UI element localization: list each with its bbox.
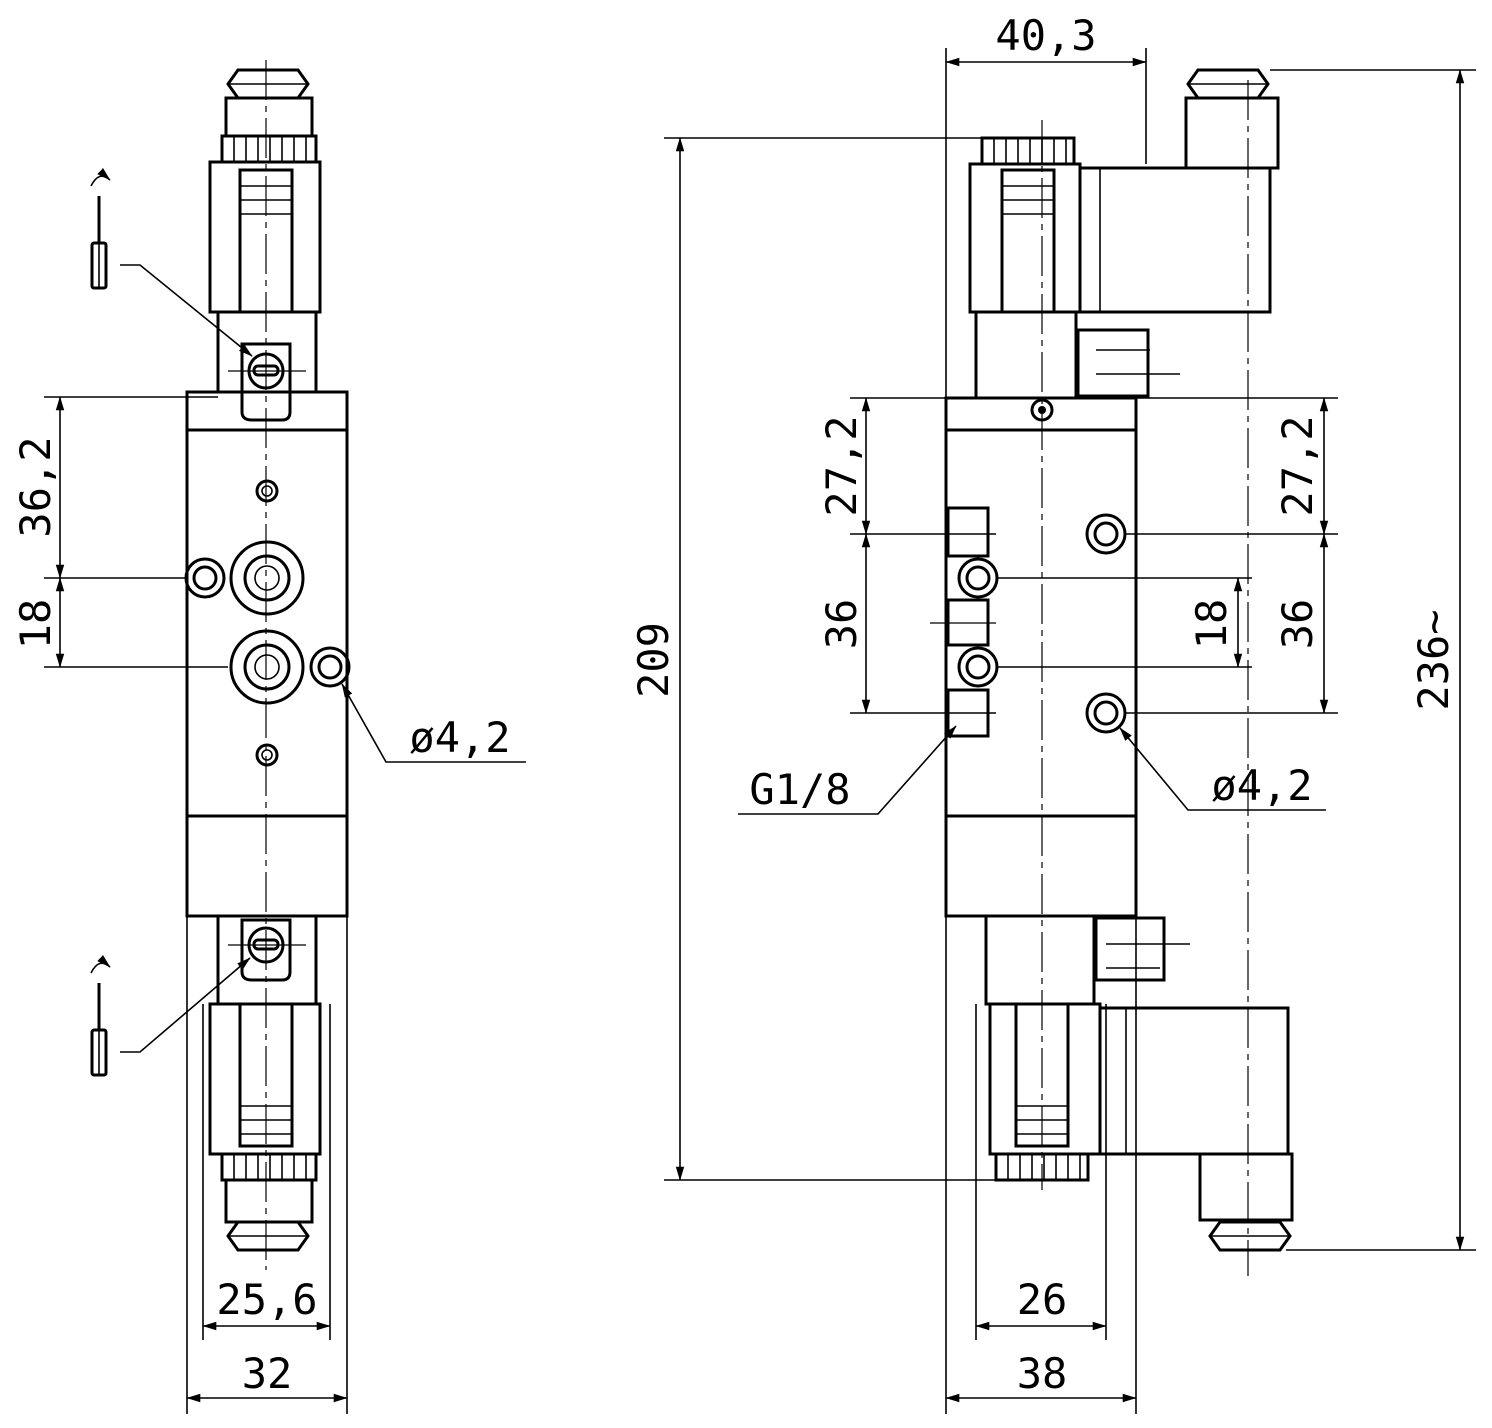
- side-dim-hole: ø4,2: [1211, 761, 1312, 810]
- front-bottom-nut: [220, 1152, 318, 1252]
- side-dim-overall-length: 209: [629, 622, 678, 698]
- rotate-arrow-icon: [90, 954, 111, 974]
- side-dim-left-offset: 27,2: [817, 415, 866, 516]
- side-dim-right-pitch: 36: [1273, 599, 1322, 650]
- side-view: 40,3 209 236~ 27,2 36 27,2 36 18 G1/8 ø4…: [629, 11, 1476, 1414]
- front-valve-body: [184, 390, 351, 918]
- side-bottom-coil: [984, 914, 1294, 1252]
- front-top-nut: [220, 68, 318, 164]
- side-dim-overall-with-coil: 236~: [1409, 609, 1458, 710]
- front-dim-hole: ø4,2: [409, 713, 510, 762]
- front-dim-outer-width: 32: [242, 1349, 293, 1398]
- side-dim-port-thread: G1/8: [749, 765, 850, 814]
- front-dim-height-top: 36,2: [11, 436, 60, 537]
- side-top-coil: [968, 68, 1280, 400]
- front-dim-inner-width: 25,6: [216, 1275, 317, 1324]
- side-top-nut: [980, 136, 1076, 166]
- side-dim-top-width: 40,3: [995, 11, 1096, 60]
- front-dim-pitch: 18: [11, 599, 60, 650]
- screwdriver-icon: [90, 954, 111, 1077]
- side-dim-inner-width: 26: [1017, 1275, 1068, 1324]
- front-view: 36,2 18 ø4,2 25,6 32: [11, 60, 526, 1414]
- side-dim-left-pitch: 36: [817, 599, 866, 650]
- side-dim-port-pitch: 18: [1187, 599, 1236, 650]
- rotate-arrow-icon: [90, 167, 111, 187]
- front-bottom-coil: [208, 914, 322, 1156]
- side-valve-body: [944, 396, 1138, 918]
- front-top-coil: [208, 160, 322, 394]
- side-dim-right-offset: 27,2: [1273, 415, 1322, 516]
- side-dim-outer-width: 38: [1017, 1349, 1068, 1398]
- screwdriver-icon: [90, 167, 111, 290]
